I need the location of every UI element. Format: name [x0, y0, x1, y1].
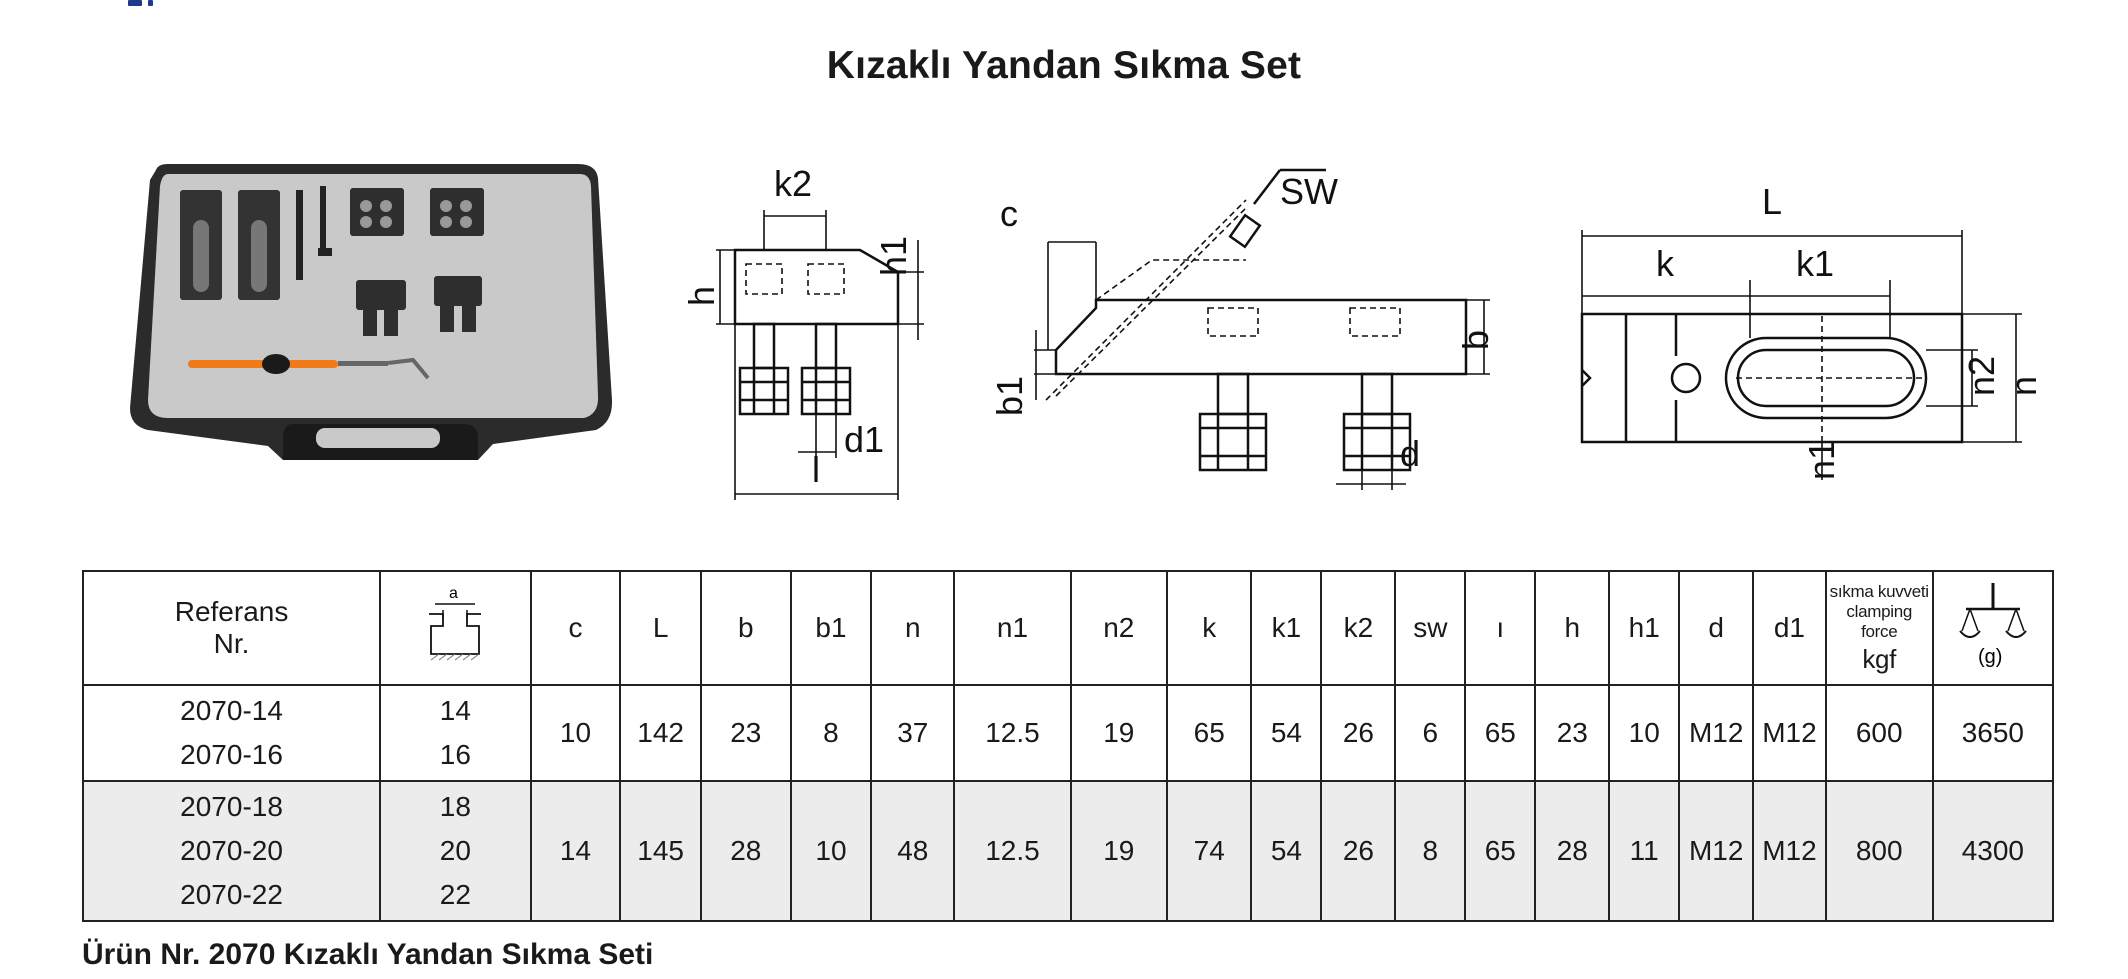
label-d1: d1	[844, 419, 884, 460]
cell-h1: 10	[1608, 684, 1681, 782]
cell-k: 74	[1165, 780, 1253, 922]
cell-weight: 3650	[1931, 684, 2055, 782]
header-b1: b1	[789, 570, 873, 686]
cell-l: 65	[1464, 780, 1537, 922]
cell-d: M12	[1678, 684, 1755, 782]
header-k2: k2	[1320, 570, 1397, 686]
label-sw: SW	[1280, 171, 1338, 212]
label-h: h	[681, 286, 722, 306]
cell-n1: 12.5	[953, 684, 1072, 782]
cell-force: 600	[1824, 684, 1934, 782]
drawing-front-view: k2 h h1 d1 l	[681, 160, 928, 505]
header-k1: k1	[1250, 570, 1323, 686]
label-L: L	[1762, 181, 1782, 222]
cell-c: 14	[529, 780, 622, 922]
cell-b1: 8	[789, 684, 873, 782]
cell-n2: 19	[1069, 684, 1168, 782]
header-n1: n1	[953, 570, 1072, 686]
scale-weight-icon: (g)	[1959, 582, 2027, 668]
cell-l: 65	[1464, 684, 1537, 782]
cell-h: 28	[1534, 780, 1611, 922]
header-n: n	[870, 570, 956, 686]
cell-k2: 26	[1320, 684, 1397, 782]
cell-k2: 26	[1320, 780, 1397, 922]
cell-n2: 19	[1069, 780, 1168, 922]
label-k: k	[1656, 243, 1675, 284]
header-l: ı	[1464, 570, 1537, 686]
label-k1: k1	[1796, 243, 1834, 284]
header-b: b	[699, 570, 792, 686]
cell-n: 37	[870, 684, 956, 782]
product-photo-case-set	[128, 160, 613, 490]
cell-c: 10	[529, 684, 622, 782]
cell-force: 800	[1824, 780, 1934, 922]
cell-n: 48	[870, 780, 956, 922]
page-title: Kızaklı Yandan Sıkma Set	[826, 44, 1302, 87]
label-n2: n2	[1961, 356, 2002, 396]
header-sw: sw	[1394, 570, 1467, 686]
header-slot-icon: a	[379, 570, 532, 686]
svg-text:a: a	[449, 585, 458, 602]
header-h: h	[1534, 570, 1611, 686]
cell-d1: M12	[1752, 684, 1827, 782]
cell-L: 142	[619, 684, 702, 782]
cell-h1: 11	[1608, 780, 1681, 922]
drawing-side-view: c SW b b1 d	[989, 160, 1496, 505]
label-l: l	[812, 449, 820, 490]
cell-weight: 4300	[1931, 780, 2055, 922]
cell-b: 28	[699, 780, 792, 922]
header-weight: (g)	[1931, 570, 2055, 686]
drawing-top-view: L k k1 n n2 n1	[1570, 160, 2044, 485]
cell-h: 23	[1534, 684, 1611, 782]
cell-L: 145	[619, 780, 702, 922]
label-n: n	[2003, 376, 2044, 396]
cell-n1: 12.5	[953, 780, 1072, 922]
label-b: b	[1455, 330, 1496, 350]
label-h1: h1	[873, 236, 914, 276]
label-k2: k2	[774, 163, 812, 204]
header-d: d	[1678, 570, 1755, 686]
header-c: c	[529, 570, 622, 686]
cell-k1: 54	[1250, 780, 1323, 922]
brand-logo-fragment	[128, 0, 178, 6]
footer-product-note: Ürün Nr. 2070 Kızaklı Yandan Sıkma Seti	[82, 938, 654, 971]
cell-sw: 8	[1394, 780, 1467, 922]
cell-b1: 10	[789, 780, 873, 922]
cell-d: M12	[1678, 780, 1755, 922]
cell-k1: 54	[1250, 684, 1323, 782]
header-h1: h1	[1608, 570, 1681, 686]
cell-sw: 6	[1394, 684, 1467, 782]
t-slot-icon: a	[429, 585, 482, 660]
label-c: c	[1000, 193, 1018, 234]
label-b1: b1	[989, 376, 1030, 416]
label-d: d	[1400, 433, 1420, 474]
cell-b: 23	[699, 684, 792, 782]
svg-text:(g): (g)	[1978, 646, 2002, 668]
cell-d1: M12	[1752, 780, 1827, 922]
header-L: L	[619, 570, 702, 686]
header-n2: n2	[1069, 570, 1168, 686]
cell-k: 65	[1165, 684, 1253, 782]
header-d1: d1	[1752, 570, 1827, 686]
label-n1: n1	[1801, 440, 1842, 480]
header-k: k	[1165, 570, 1253, 686]
